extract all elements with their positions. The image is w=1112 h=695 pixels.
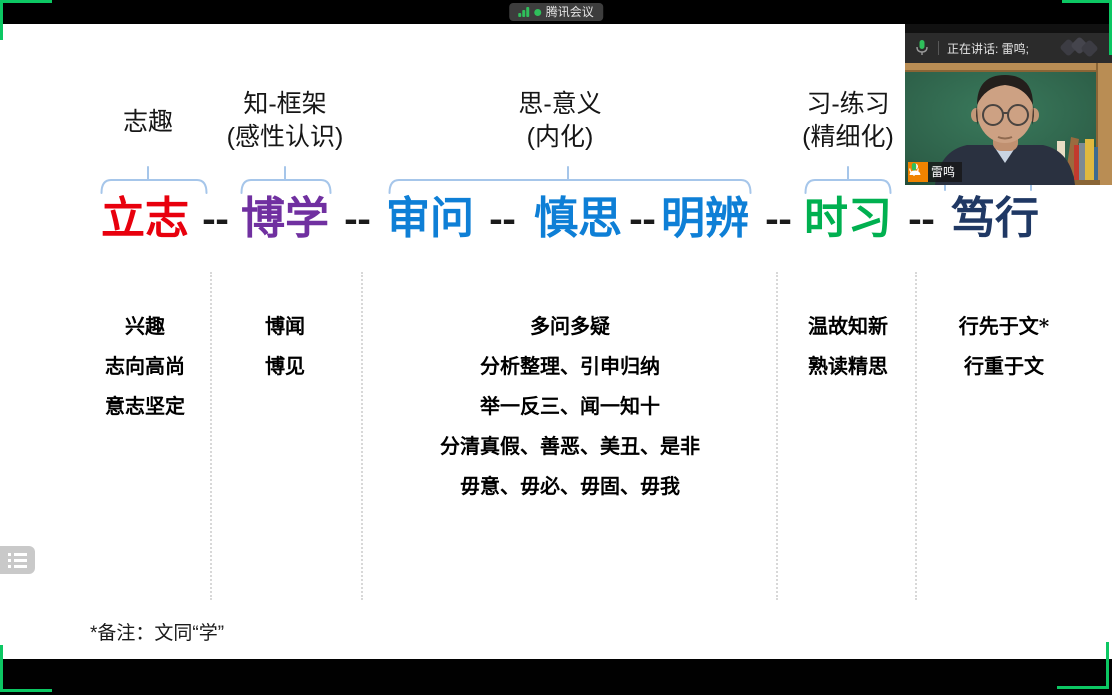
bottom-toolbar bbox=[0, 659, 1112, 695]
seq-dash: -- bbox=[907, 200, 935, 240]
seq-word-boxue: 博学 bbox=[241, 193, 329, 244]
live-dot-icon bbox=[533, 8, 541, 16]
participant-mic-icon bbox=[909, 163, 919, 176]
group-header-xi: 习-练习 (精细化) bbox=[768, 88, 928, 154]
seq-dash: -- bbox=[488, 200, 516, 240]
speaker-video-panel[interactable]: 正在讲话: 雷鸣; bbox=[905, 24, 1112, 185]
seq-dash: -- bbox=[628, 200, 656, 240]
seq-word-lizhi: 立志 bbox=[101, 193, 189, 244]
group-sublabel: (内化) bbox=[526, 123, 594, 151]
app-title: 腾讯会议 bbox=[545, 5, 594, 19]
brace-zhi bbox=[240, 166, 332, 194]
seq-word-mingbian: 明辨 bbox=[661, 193, 749, 244]
list-item: 博见 bbox=[265, 354, 305, 378]
titlebar: 腾讯会议 bbox=[0, 0, 1112, 24]
participant-name-overlay: 雷鸣 bbox=[908, 162, 963, 182]
column-duxing: 行先于文* 行重于文 bbox=[914, 306, 1094, 386]
signal-strength-icon bbox=[518, 7, 529, 17]
column-si: 多问多疑 分析整理、引申归纳 举一反三、闻一知十 分清真假、善恶、美丑、是非 毋… bbox=[388, 306, 752, 506]
seq-word-shenwen: 审问 bbox=[386, 193, 474, 244]
list-item: 举一反三、闻一知十 bbox=[480, 394, 660, 418]
speaking-status-text: 正在讲话: 雷鸣; bbox=[947, 41, 1030, 56]
share-border-corner bbox=[1057, 686, 1109, 689]
person bbox=[935, 75, 1075, 185]
column-divider bbox=[776, 272, 778, 600]
group-header-si: 思-意义 (内化) bbox=[460, 88, 660, 154]
column-divider bbox=[210, 272, 212, 600]
share-border-corner bbox=[0, 0, 3, 40]
brace-si bbox=[388, 166, 752, 194]
group-header-zhi: 知-框架 (感性认识) bbox=[205, 88, 365, 154]
group-sublabel: (感性认识) bbox=[226, 123, 344, 151]
slide-footnote: *备注：文同“学” bbox=[90, 623, 225, 644]
name-bar: 雷鸣 bbox=[909, 162, 963, 182]
list-item: 多问多疑 bbox=[530, 314, 610, 338]
seq-word-shensi: 慎思 bbox=[534, 193, 622, 244]
brace-partial-tip bbox=[1030, 184, 1032, 191]
group-label: 知-框架 bbox=[243, 90, 327, 118]
layout-switch-icon[interactable] bbox=[1056, 35, 1100, 61]
share-border-corner bbox=[0, 645, 3, 692]
share-border-corner bbox=[0, 0, 52, 3]
list-item: 行重于文 bbox=[964, 354, 1044, 378]
group-label: 思-意义 bbox=[518, 90, 602, 118]
participant-name: 雷鸣 bbox=[931, 165, 956, 179]
brace-xi bbox=[804, 166, 892, 194]
column-divider bbox=[915, 272, 917, 600]
column-lizhi: 兴趣 志向高尚 意志坚定 bbox=[55, 306, 235, 426]
list-item: 兴趣 bbox=[125, 314, 165, 338]
seq-dash: -- bbox=[764, 200, 792, 240]
list-item: 温故知新 bbox=[808, 314, 888, 338]
list-item: 熟读精思 bbox=[808, 354, 888, 378]
participant-list-toggle[interactable] bbox=[0, 546, 35, 574]
list-item: 分析整理、引申归纳 bbox=[480, 354, 660, 378]
share-border-corner bbox=[1062, 0, 1112, 3]
seq-dash: -- bbox=[343, 200, 371, 240]
seq-word-shixi: 时习 bbox=[804, 193, 892, 244]
share-border-corner bbox=[1106, 642, 1109, 689]
seq-dash: -- bbox=[201, 200, 229, 240]
share-border-corner bbox=[1109, 0, 1112, 55]
header-divider bbox=[938, 41, 939, 55]
group-label: 志趣 bbox=[122, 108, 173, 136]
meeting-status-pill[interactable]: 腾讯会议 bbox=[509, 3, 603, 21]
column-shixi: 温故知新 熟读精思 bbox=[758, 306, 938, 386]
list-item: 博闻 bbox=[265, 314, 305, 338]
group-label: 习-练习 bbox=[806, 90, 890, 118]
column-divider bbox=[361, 272, 363, 600]
brace-zhiqu bbox=[100, 166, 208, 194]
list-item: 意志坚定 bbox=[105, 394, 185, 418]
group-sublabel: (精细化) bbox=[802, 123, 894, 151]
list-icon bbox=[8, 552, 27, 556]
list-item: 分清真假、善恶、美丑、是非 bbox=[440, 434, 700, 458]
list-item: 毋意、毋必、毋固、毋我 bbox=[460, 474, 680, 498]
participant-video[interactable]: 雷鸣 bbox=[905, 63, 1112, 185]
speaking-mic-icon bbox=[916, 40, 928, 55]
group-header-zhiqu: 志趣 bbox=[88, 106, 208, 139]
list-item: 行先于文* bbox=[958, 314, 1050, 338]
brace-partial-tip bbox=[944, 184, 946, 191]
speaker-panel-header: 正在讲话: 雷鸣; bbox=[905, 33, 1112, 63]
column-boxue: 博闻 博见 bbox=[195, 306, 375, 386]
list-item: 志向高尚 bbox=[105, 354, 185, 378]
share-border-corner bbox=[0, 689, 52, 692]
seq-word-duxing: 笃行 bbox=[951, 193, 1039, 244]
